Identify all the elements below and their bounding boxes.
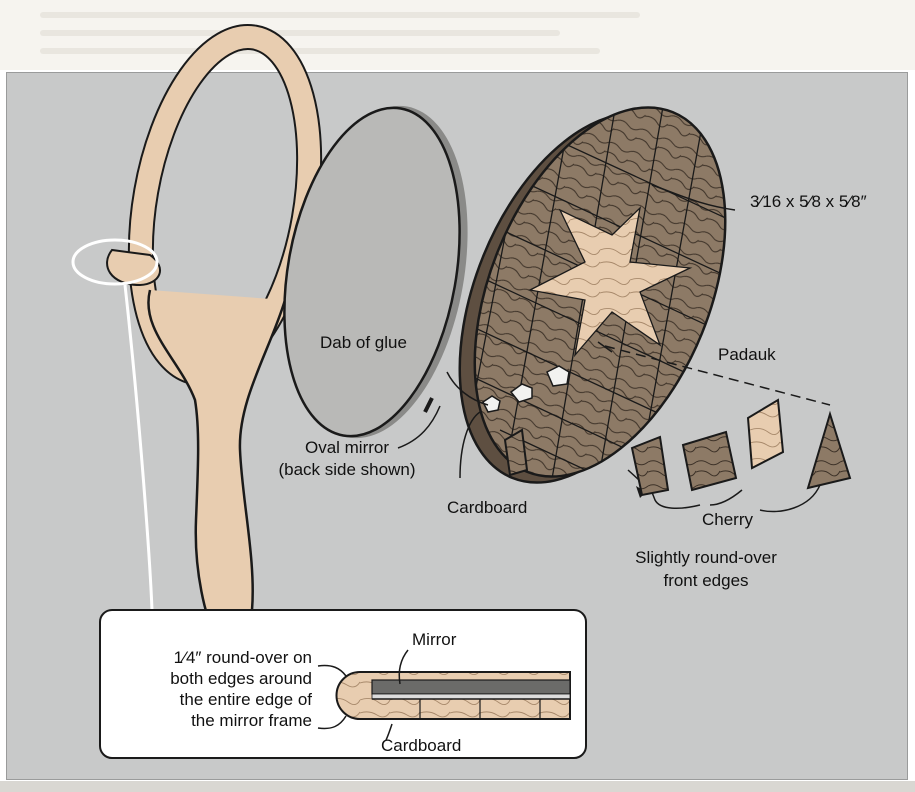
cherry-label: Cherry — [702, 510, 753, 529]
inset-mirror-label: Mirror — [412, 630, 456, 649]
round-over-label-line1: Slightly round-over — [616, 548, 796, 567]
dimension-label: 3⁄16 x 5⁄8 x 5⁄8″ — [750, 192, 867, 211]
inset-roundover-line4: the mirror frame — [106, 711, 312, 730]
dab-of-glue-label: Dab of glue — [320, 333, 407, 352]
oval-mirror-label: Oval mirror — [252, 438, 442, 457]
cardboard-label: Cardboard — [447, 498, 527, 517]
padauk-label: Padauk — [718, 345, 776, 364]
inset-roundover-line3: the entire edge of — [106, 690, 312, 709]
back-side-shown-label: (back side shown) — [252, 460, 442, 479]
inset-cardboard-label: Cardboard — [381, 736, 461, 755]
round-over-label-line2: front edges — [616, 571, 796, 590]
inset-roundover-line2: both edges around — [106, 669, 312, 688]
oval-mirror — [260, 92, 491, 453]
inset-roundover-line1: 1⁄4″ round-over on — [106, 648, 312, 667]
